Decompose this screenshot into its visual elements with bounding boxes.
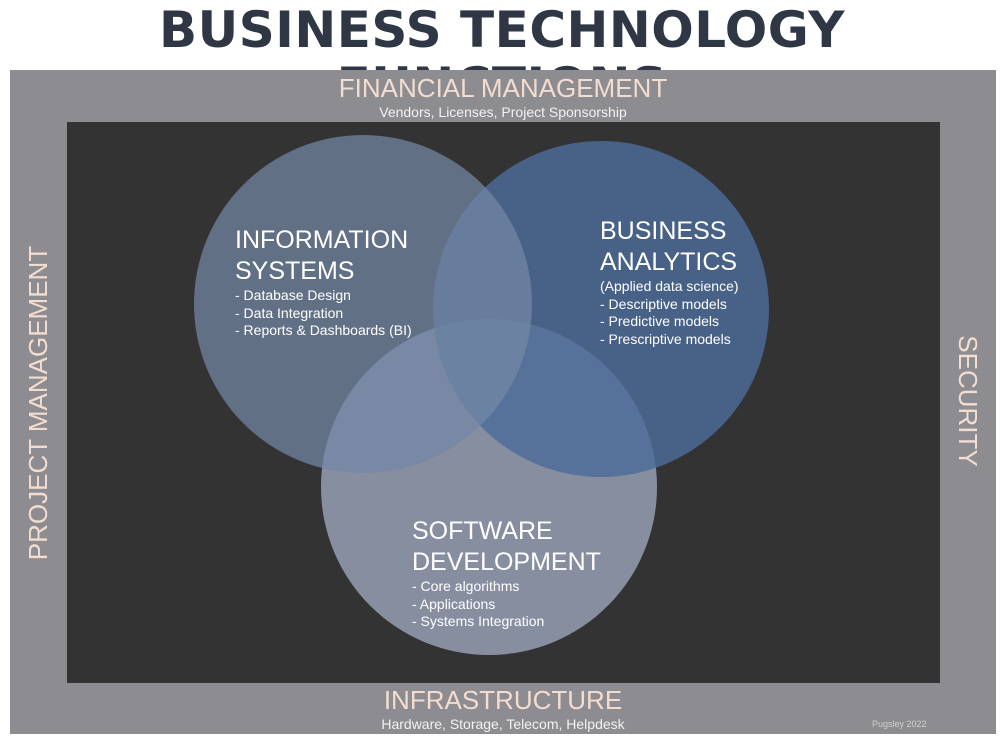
business-analytics-circle <box>433 141 769 477</box>
information-systems-heading-1: INFORMATION <box>235 226 409 254</box>
business-analytics-heading-2: ANALYTICS <box>600 248 738 276</box>
business-analytics-heading-1: BUSINESS <box>600 217 727 245</box>
infrastructure-title: INFRASTRUCTURE <box>383 685 623 715</box>
information-systems-circle <box>194 135 532 473</box>
financial-management-title: FINANCIAL MANAGEMENT <box>338 73 668 103</box>
list-item: - Applications <box>412 595 496 612</box>
list-item: - Database Design <box>235 287 351 303</box>
list-item: - Core algorithms <box>412 578 520 594</box>
business-analytics-text: BUSINESS ANALYTICS (Applied data science… <box>600 216 739 348</box>
list-item: - Prescriptive models <box>600 330 731 347</box>
list-item: - Systems Integration <box>412 613 545 629</box>
credit-text: Pugsley 2022 <box>872 719 927 729</box>
infrastructure-subtitle: Hardware, Storage, Telecom, Helpdesk <box>381 716 625 732</box>
list-item: - Descriptive models <box>600 295 727 312</box>
business-analytics-note: (Applied data science) <box>600 278 739 294</box>
financial-management-subtitle: Vendors, Licenses, Project Sponsorship <box>379 104 627 120</box>
software-development-heading-2: DEVELOPMENT <box>412 548 601 576</box>
information-systems-text: INFORMATION SYSTEMS - Database Design - … <box>235 225 412 340</box>
information-systems-heading-2: SYSTEMS <box>235 257 355 285</box>
software-development-heading-1: SOFTWARE <box>412 517 553 545</box>
list-item: - Reports & Dashboards (BI) <box>235 322 412 338</box>
list-item: - Data Integration <box>235 304 344 321</box>
list-item: - Predictive models <box>600 313 720 329</box>
software-development-text: SOFTWARE DEVELOPMENT - Core algorithms -… <box>412 516 601 631</box>
